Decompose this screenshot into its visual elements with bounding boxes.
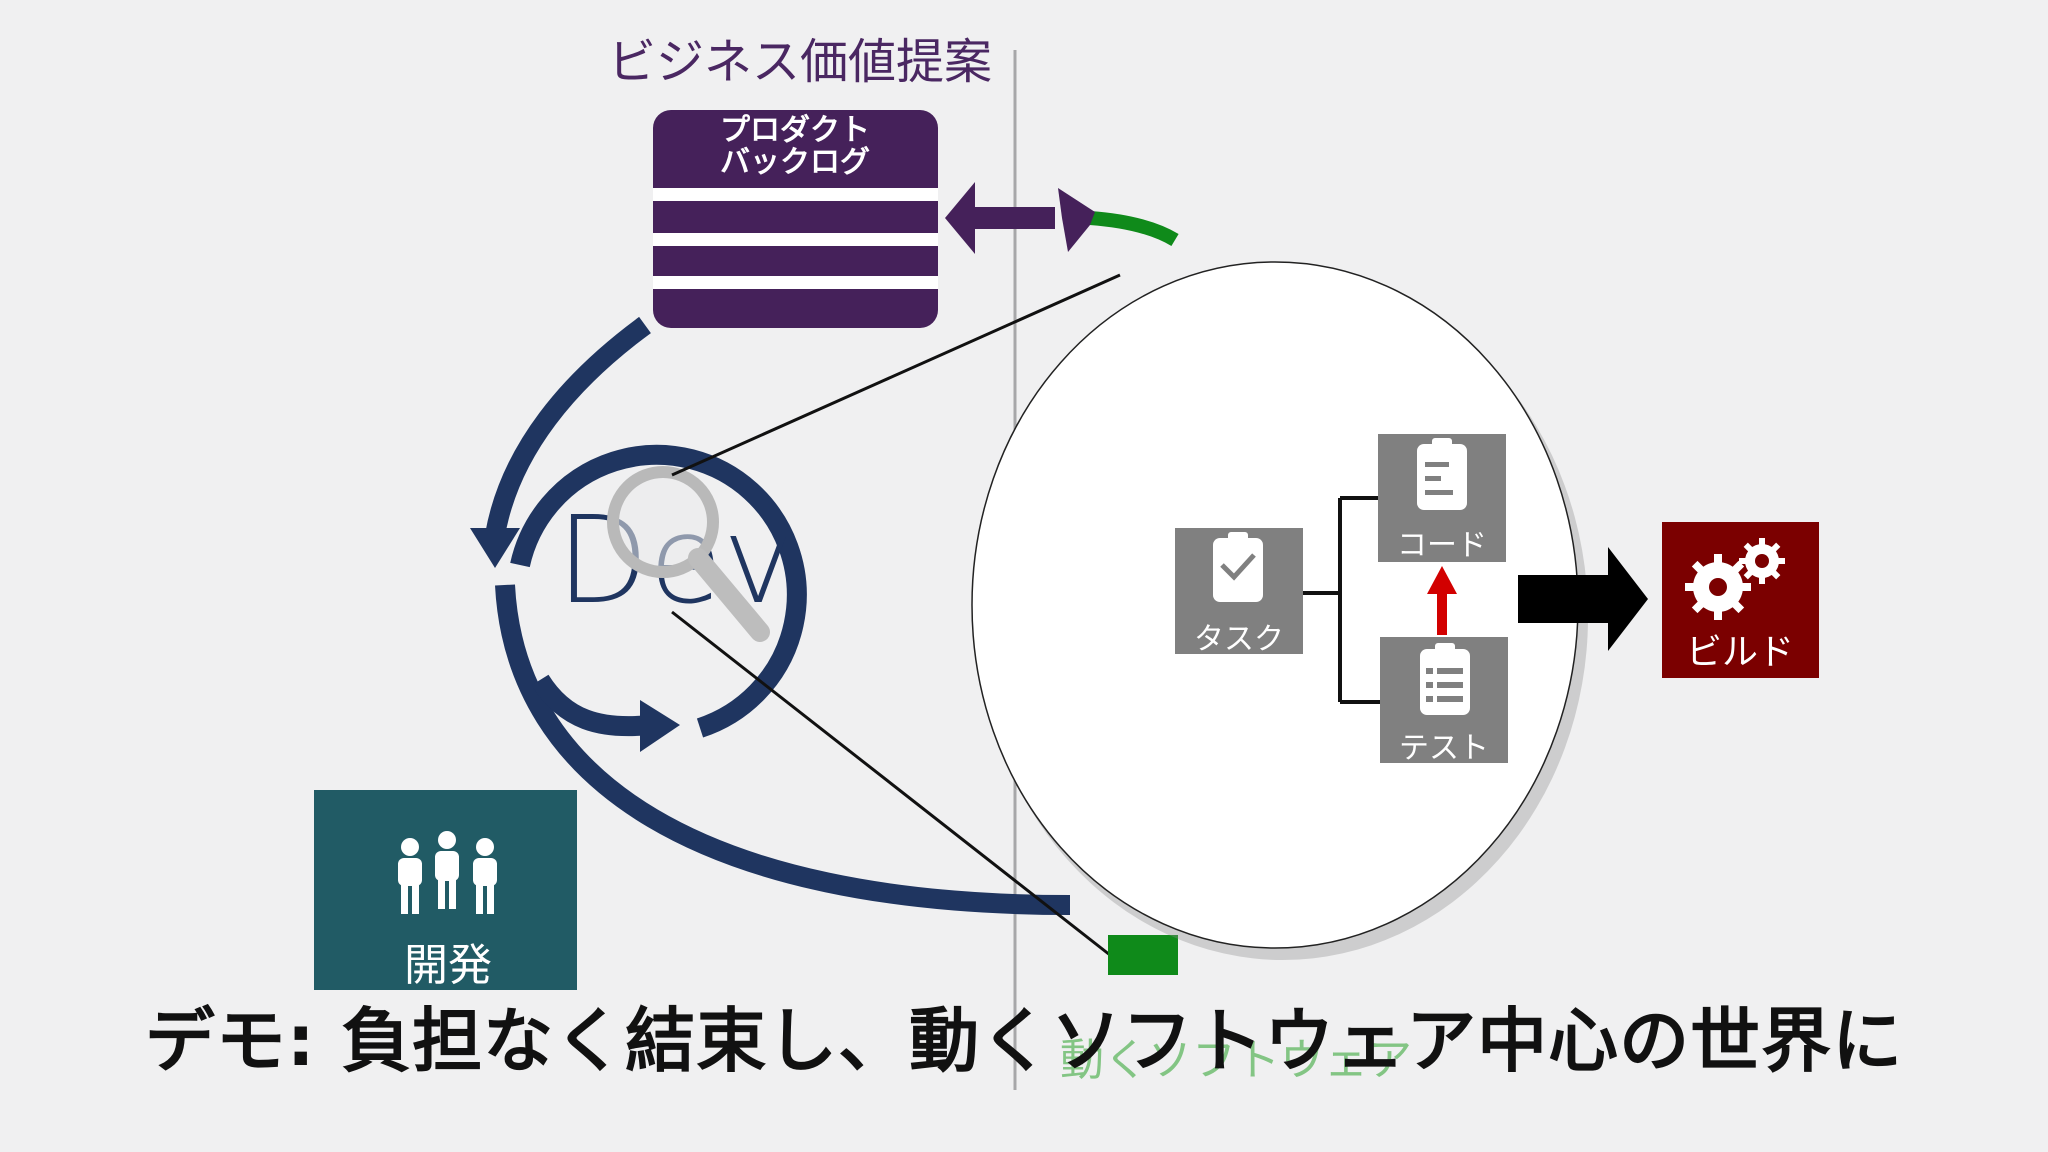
feedback-arrow-head bbox=[945, 182, 975, 254]
task-label: タスク bbox=[1194, 622, 1284, 657]
development-team-label: 開発 bbox=[404, 940, 492, 991]
task-tile[interactable]: タスク bbox=[1175, 528, 1303, 657]
working-software-label: 動くソフトウェア bbox=[1060, 1035, 1412, 1086]
cycle-arrow-outer bbox=[495, 584, 1071, 915]
code-tile[interactable]: コード bbox=[1378, 434, 1506, 563]
magnifier-icon bbox=[607, 466, 770, 642]
task-icon bbox=[1213, 532, 1263, 602]
team-people-icon bbox=[398, 831, 497, 914]
feedback-chevron bbox=[1058, 188, 1095, 252]
build-tile[interactable]: ビルド bbox=[1662, 522, 1819, 678]
build-label: ビルド bbox=[1686, 632, 1794, 673]
cycle-arrow-inner bbox=[531, 674, 651, 737]
development-team-tile[interactable]: 開発 bbox=[314, 790, 577, 991]
cycle-arrow-inner-head bbox=[640, 700, 680, 752]
red-arrow-head bbox=[1427, 566, 1457, 594]
feedback-line bbox=[1089, 211, 1179, 247]
red-arrow-shaft bbox=[1437, 590, 1447, 635]
gears-icon bbox=[1685, 538, 1785, 620]
workflow-diagram: タスク コード bbox=[1175, 434, 1819, 766]
test-icon bbox=[1420, 643, 1470, 715]
cycle-arrow-down bbox=[485, 316, 651, 537]
code-icon bbox=[1417, 438, 1467, 510]
product-backlog[interactable]: プロダクト バックログ bbox=[653, 110, 938, 328]
business-value-title: ビジネス価値提案 bbox=[608, 34, 992, 90]
subtitle-caption: デモ: 負担なく結束し、動くソフトウェア中心の世界に bbox=[144, 1000, 1904, 1082]
feedback-arrow-shaft bbox=[975, 207, 1055, 229]
working-software-tile: 動くソフトウェア bbox=[1060, 935, 1412, 1086]
task-branch-connector bbox=[1303, 496, 1382, 704]
zoom-line-top bbox=[671, 273, 1121, 477]
code-label: コード bbox=[1397, 528, 1487, 563]
zoom-line-bottom bbox=[671, 610, 1111, 957]
build-arrow-head bbox=[1608, 547, 1648, 651]
test-tile[interactable]: テスト bbox=[1380, 637, 1508, 766]
test-label: テスト bbox=[1399, 731, 1489, 766]
backlog-label-line2: バックログ bbox=[720, 145, 870, 180]
dev-cycle-ring bbox=[510, 444, 807, 738]
cycle-arrow-down-head bbox=[470, 528, 520, 568]
build-arrow-shaft bbox=[1518, 575, 1608, 623]
backlog-label-line1: プロダクト bbox=[720, 113, 870, 148]
